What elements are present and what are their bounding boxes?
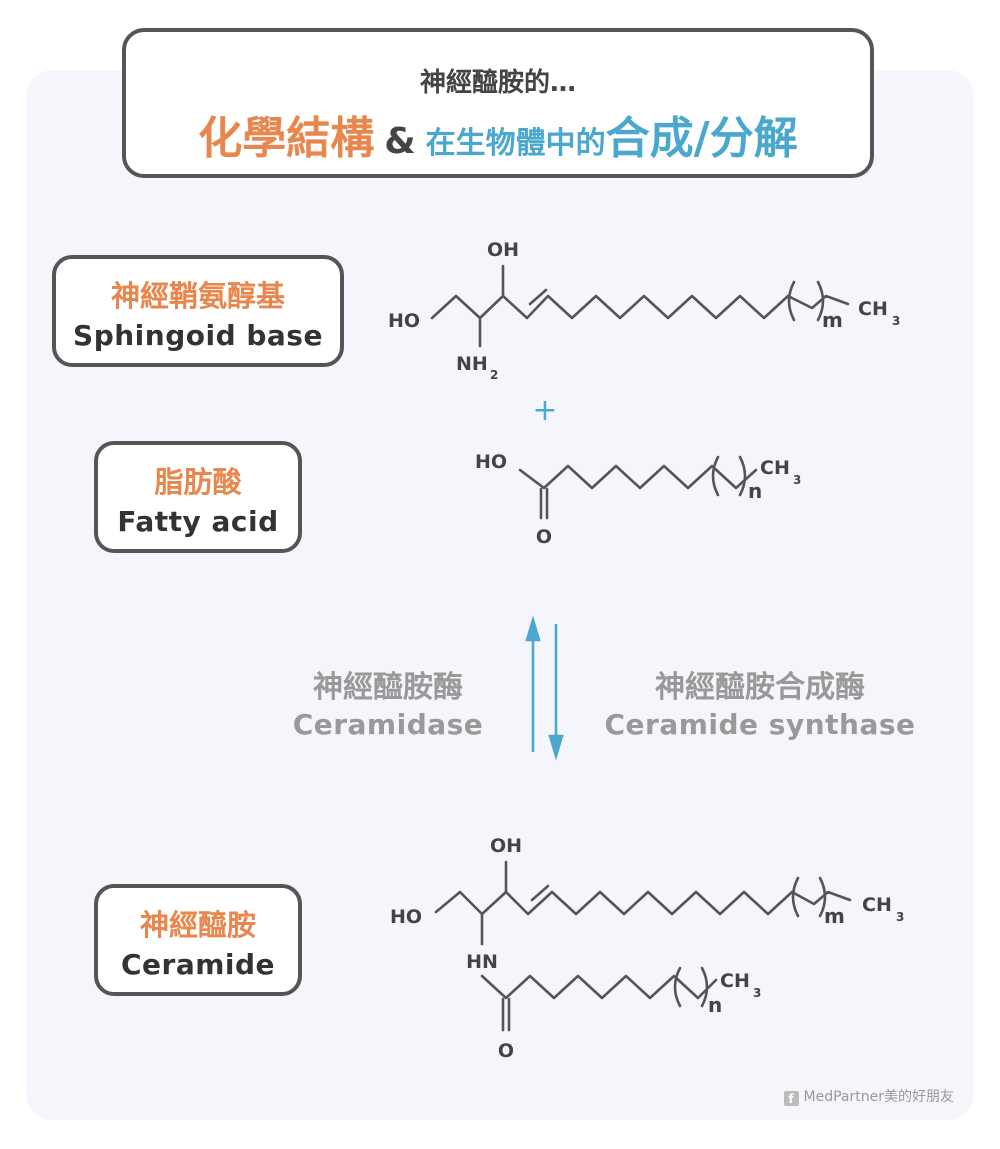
ceramide-acyl-ch3: CH — [720, 970, 750, 992]
sphingoid-base-label: 神經鞘氨醇基 Sphingoid base — [52, 255, 344, 367]
synthase-zh: 神經醯胺合成酶 — [655, 670, 865, 705]
ceramide-n-bracket-left — [673, 966, 682, 1008]
fatty-acid-en: Fatty acid — [117, 505, 279, 538]
fatty-acid-chain — [518, 464, 758, 490]
fatty-acid-ch3-subscript: 3 — [793, 473, 801, 487]
sphingoid-oh: OH — [487, 239, 519, 261]
arrow-down-head — [548, 734, 564, 761]
ceramide-label: 神經醯胺 Ceramide — [94, 884, 302, 996]
facebook-icon: f — [783, 1091, 799, 1106]
plus-sign: + — [532, 393, 557, 428]
ceramide-oh: OH — [490, 835, 522, 857]
credit-text: MedPartner美的好朋友 — [803, 1089, 954, 1105]
ceramide-m-bracket-right — [818, 876, 827, 918]
ceramide-m-bracket-left — [791, 876, 800, 918]
sphingoid-ch3: CH — [858, 298, 888, 320]
arrow-up-head — [525, 615, 541, 642]
fatty-acid-n: n — [748, 479, 762, 503]
title-chemical-structure: 化學結構 — [198, 113, 375, 164]
ceramide-en: Ceramide — [120, 948, 276, 981]
sphingoid-m-bracket-left — [787, 280, 796, 322]
ceramide-o: O — [498, 1040, 514, 1062]
sphingoid-ho: HO — [388, 310, 420, 332]
title-subtitle: 神經醯胺的… — [419, 68, 576, 98]
ceramide-n-bracket-right — [700, 966, 709, 1008]
fatty-acid-ho: HO — [475, 451, 507, 473]
fatty-acid-zh: 脂肪酸 — [154, 465, 242, 499]
sphingoid-en: Sphingoid base — [73, 319, 323, 352]
title-synthesis-breakdown: 合成/分解 — [605, 113, 798, 164]
credit: f MedPartner美的好朋友 — [783, 1086, 954, 1106]
ceramidase-label: 神經醯胺酶 Ceramidase — [268, 662, 508, 741]
ceramidase-en: Ceramidase — [292, 708, 484, 741]
sphingoid-ch3-subscript: 3 — [892, 314, 900, 328]
ceramide-ho: HO — [390, 906, 422, 928]
fatty-acid-ch3: CH — [760, 457, 790, 479]
ceramidase-zh: 神經醯胺酶 — [313, 670, 463, 705]
fatty-acid-n-bracket-left — [711, 455, 720, 497]
ceramide-ch3-subscript: 3 — [896, 910, 904, 924]
ceramide-m: m — [824, 904, 845, 928]
ceramide-synthase-label: 神經醯胺合成酶 Ceramide synthase — [590, 662, 930, 741]
fatty-acid-label: 脂肪酸 Fatty acid — [94, 441, 302, 553]
sphingoid-m-bracket-right — [816, 280, 825, 322]
sphingoid-m: m — [822, 308, 843, 332]
sphingoid-zh: 神經鞘氨醇基 — [110, 279, 285, 313]
title-ampersand: & — [384, 121, 416, 162]
sphingoid-nh2-subscript: 2 — [490, 368, 498, 382]
sphingoid-double-bond — [528, 288, 548, 306]
ceramide-ch3: CH — [862, 894, 892, 916]
sphingoid-nh2: NH — [456, 353, 488, 375]
fatty-acid-o: O — [536, 526, 552, 548]
ceramide-sphingoid-chain — [434, 890, 852, 916]
ceramide-zh: 神經醯胺 — [139, 908, 256, 942]
sphingoid-chain — [430, 294, 850, 320]
title-in-organism: 在生物體中的 — [425, 126, 606, 161]
synthase-en: Ceramide synthase — [604, 708, 916, 741]
ceramide-n: n — [708, 993, 722, 1017]
page-title: 化學結構&在生物體中的合成/分解 — [126, 102, 870, 166]
title-box: 神經醯胺的… 化學結構&在生物體中的合成/分解 — [122, 28, 874, 178]
ceramide-hn: HN — [466, 951, 498, 973]
ceramide-acyl-chain — [480, 974, 718, 1000]
ceramide-acyl-ch3-subscript: 3 — [753, 986, 761, 1000]
fatty-acid-n-bracket-right — [738, 455, 747, 497]
ceramide-double-bond — [530, 884, 550, 902]
